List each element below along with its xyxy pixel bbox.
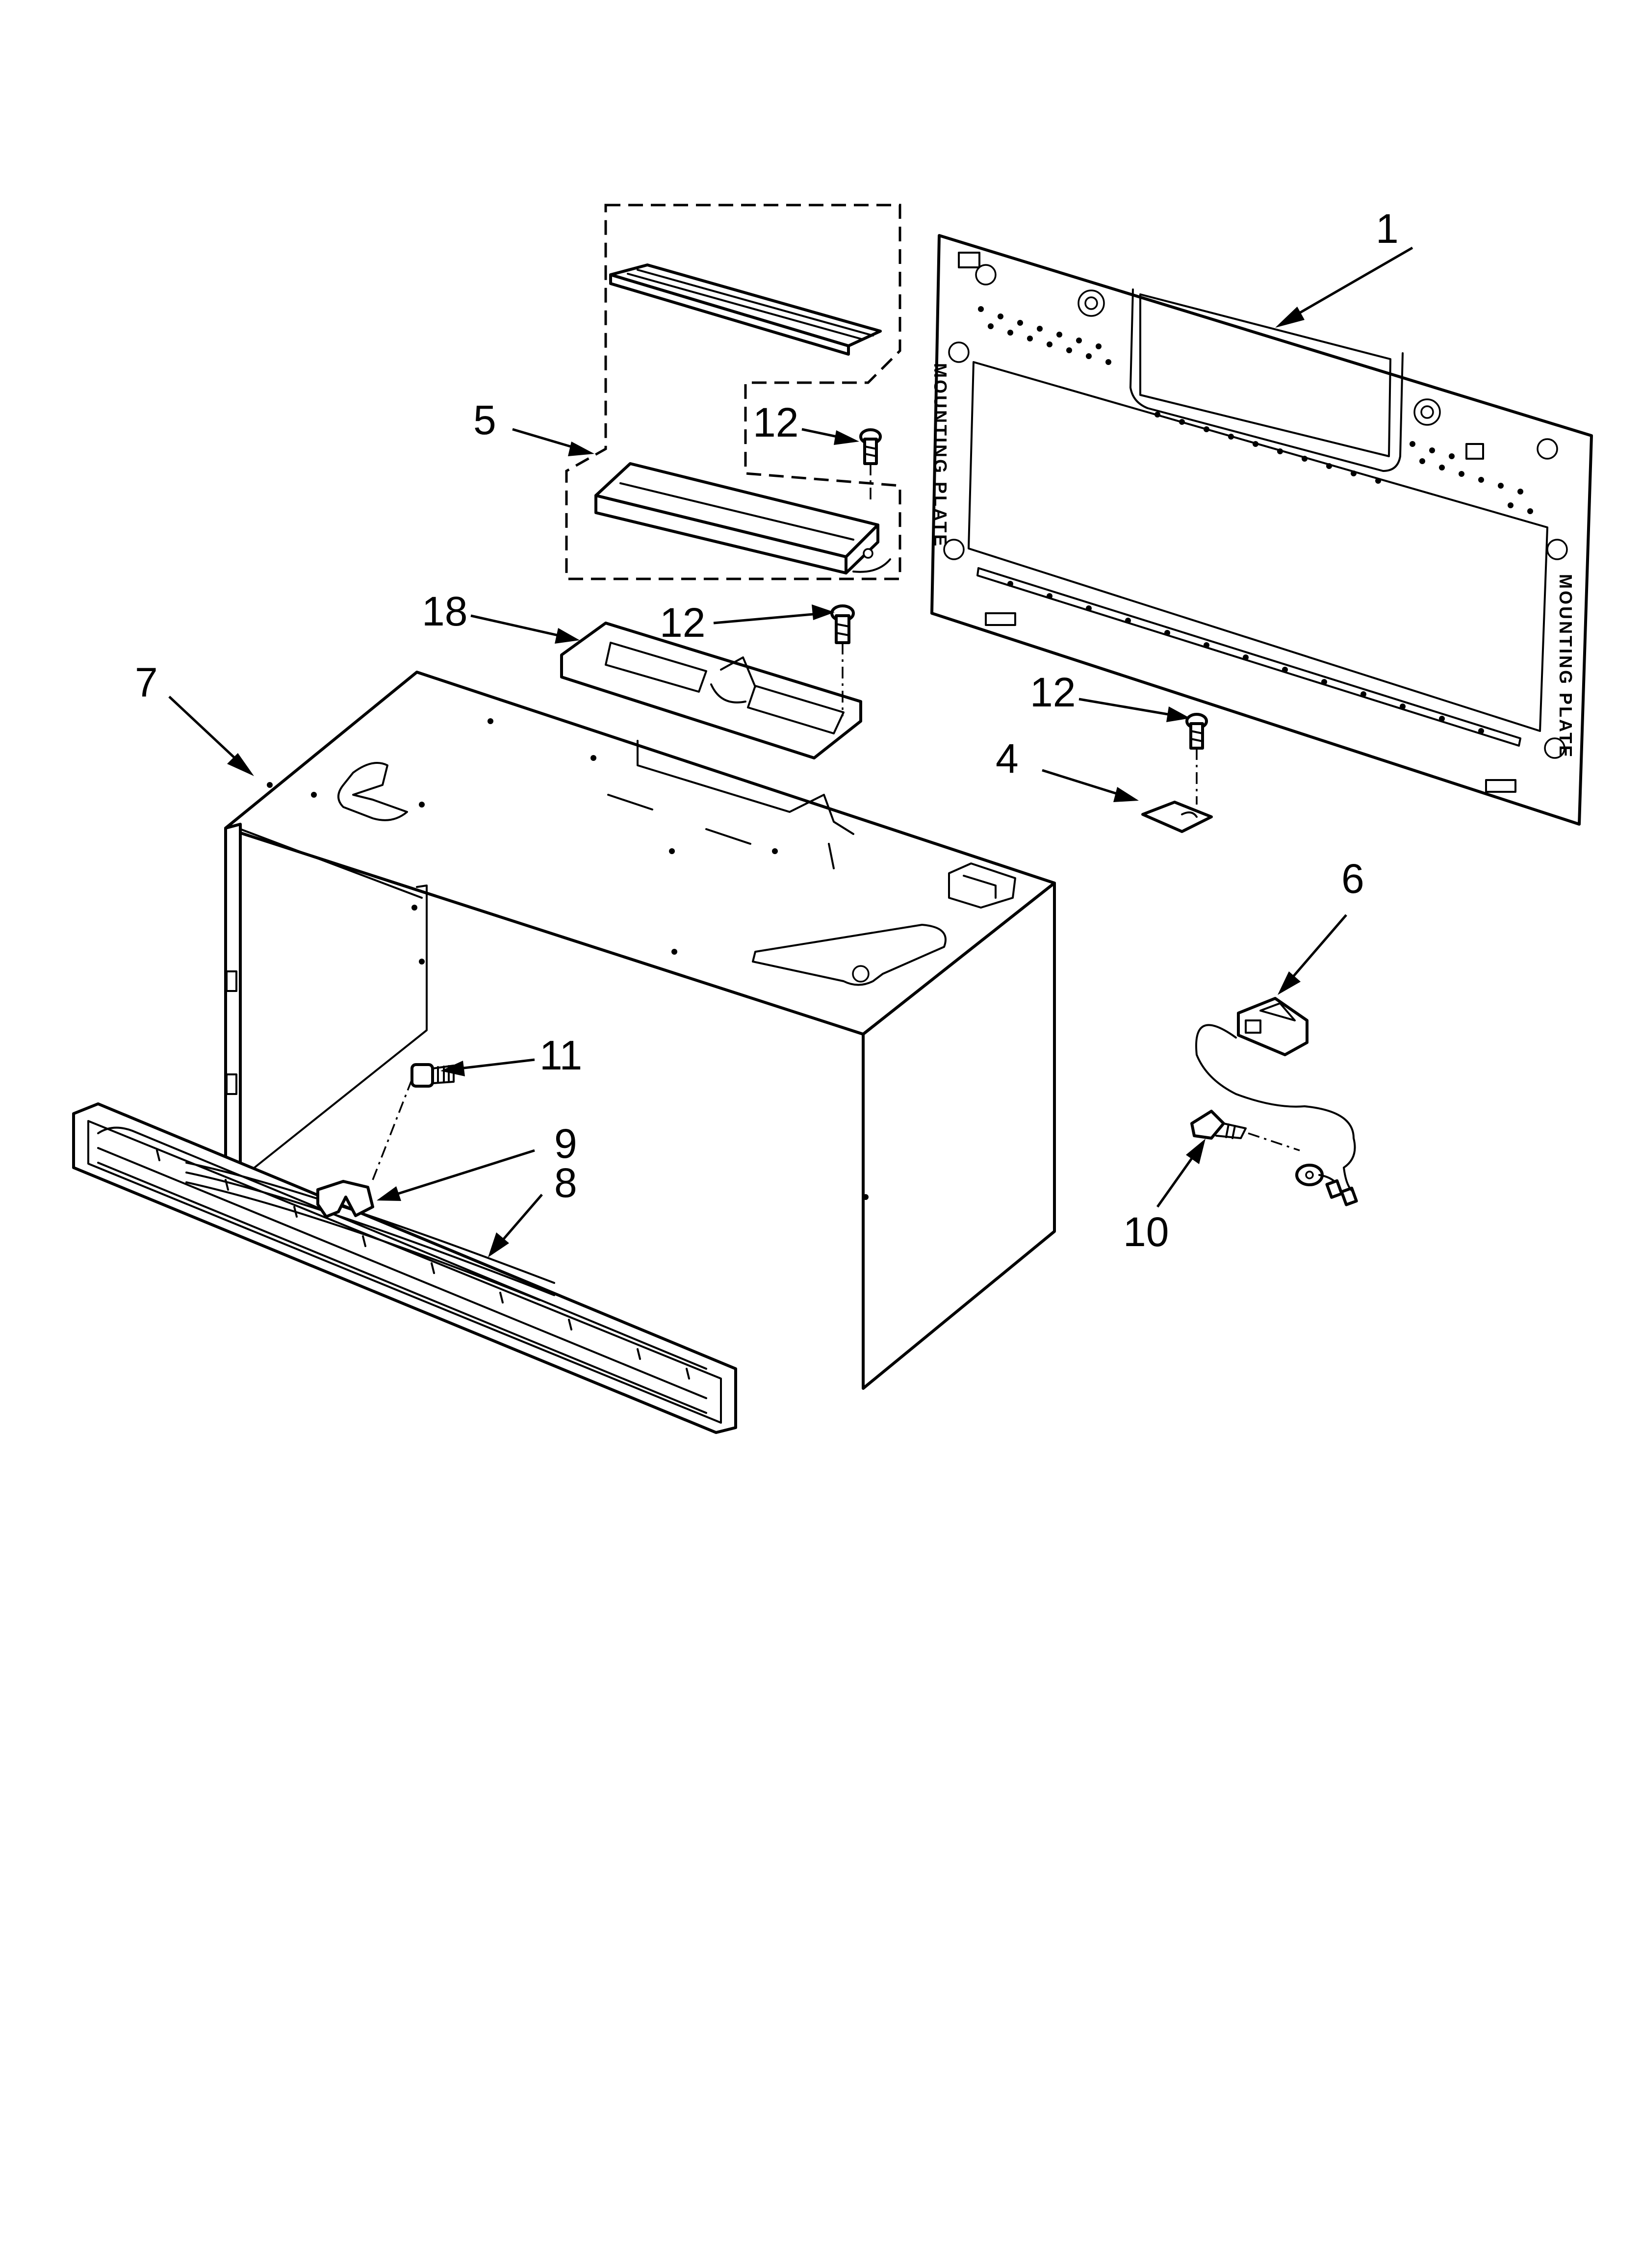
ground-screw[interactable] [1190, 1110, 1247, 1140]
callout-labels: 1 5 12 18 12 7 12 4 6 11 9 8 10 [135, 206, 1399, 1255]
mounting-bracket[interactable] [1141, 801, 1213, 833]
callout-5: 5 [473, 397, 496, 443]
power-connector[interactable] [1195, 997, 1356, 1169]
assembly-group-outline [565, 204, 901, 580]
callout-11: 11 [539, 1032, 582, 1078]
callout-8: 8 [554, 1160, 577, 1206]
ground-lugs[interactable] [1295, 1164, 1358, 1206]
vent-grille[interactable] [72, 1102, 737, 1434]
callout-10: 10 [1123, 1209, 1169, 1255]
ground-screw-axis [1248, 1132, 1300, 1151]
mounting-plate[interactable]: MOUNTING PLATE MOUNTING PLATE [930, 234, 1593, 826]
callout-9: 9 [554, 1121, 577, 1167]
callout-7: 7 [135, 659, 158, 705]
vent-plate[interactable] [560, 622, 862, 759]
cabinet-wrapper[interactable] [224, 671, 1056, 1390]
callout-12-damper: 12 [753, 399, 798, 445]
callout-12-vent-plate: 12 [660, 600, 705, 646]
grille-clip[interactable] [316, 1180, 374, 1218]
callout-1: 1 [1376, 206, 1399, 252]
plate-stamp-left: MOUNTING PLATE [930, 363, 950, 548]
leader-lines [168, 246, 1413, 1257]
screw-damper[interactable] [859, 428, 882, 465]
plate-stamp-right: MOUNTING PLATE [1556, 574, 1576, 759]
callout-12-bracket: 12 [1030, 669, 1076, 715]
screw-bracket[interactable] [1185, 713, 1208, 750]
screw-axis-line [372, 1079, 413, 1180]
callout-6: 6 [1341, 856, 1364, 902]
screw-vent-plate[interactable] [830, 604, 855, 644]
damper-rail[interactable] [609, 263, 882, 356]
callout-4: 4 [996, 735, 1019, 782]
callout-18: 18 [422, 588, 467, 634]
damper-channel[interactable] [594, 462, 891, 574]
